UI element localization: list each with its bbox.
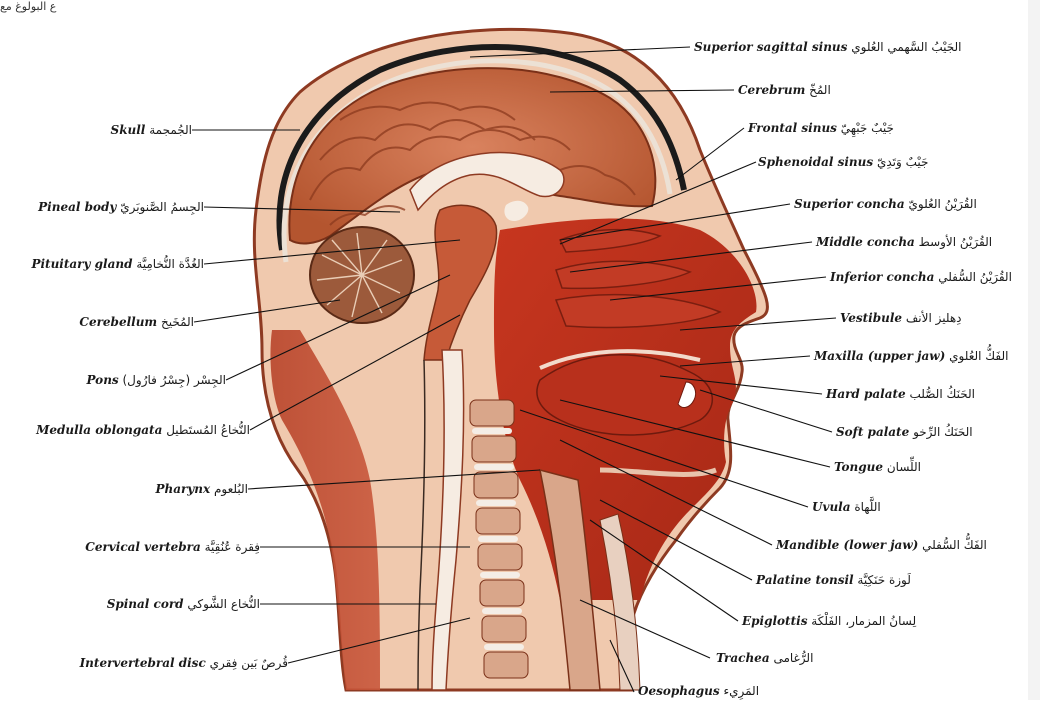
label-en: Oesophagus <box>638 684 720 698</box>
label-en: Cervical vertebra <box>85 540 200 554</box>
label-en: Maxilla (upper jaw) <box>814 349 945 363</box>
label-en: Pharynx <box>155 482 210 496</box>
label-en: Medulla oblongata <box>36 423 162 437</box>
label-ar: الجِسمُ الصَّنوبَريّ <box>120 200 204 214</box>
label-en: Mandible (lower jaw) <box>776 538 918 552</box>
label-palatine-tonsil: Palatine tonsil لَوزة حَنَكِيَّة <box>756 572 911 588</box>
cerebellum-shape <box>310 227 414 323</box>
label-intervertebral-disc: Intervertebral disc قُرصٌ بَين فِقري <box>80 655 288 671</box>
label-en: Superior sagittal sinus <box>694 40 847 54</box>
label-en: Intervertebral disc <box>80 656 206 670</box>
label-ar: المُخَيخ <box>161 315 194 329</box>
label-en: Palatine tonsil <box>756 573 854 587</box>
label-tongue: Tongue اللِّسان <box>834 459 921 475</box>
label-en: Middle concha <box>816 235 915 249</box>
label-en: Cerebrum <box>738 83 805 97</box>
label-epiglottis: Epiglottis لِسانُ المزمار، الفَلْكَة <box>742 613 916 629</box>
label-vestibule: Vestibule دِهليز الأنف <box>840 310 961 326</box>
label-medulla-oblongata: Medulla oblongata النُّخاعُ المُستَطيل <box>36 422 250 438</box>
label-ar: المَرِيء <box>723 684 759 698</box>
label-en: Epiglottis <box>742 614 807 628</box>
label-ar: الجِسْر (جِسْرُ فارُول) <box>123 373 227 387</box>
label-en: Pineal body <box>38 200 116 214</box>
label-sphenoidal-sinus: Sphenoidal sinus جَيْبٌ وَتَدِيّ <box>758 154 928 170</box>
label-ar: القُرَيْنُ السُّفلي <box>938 270 1012 284</box>
label-en: Inferior concha <box>830 270 934 284</box>
label-en: Hard palate <box>826 387 906 401</box>
label-ar: الجَيْبُ السَّهمي العُلوي <box>851 40 961 54</box>
label-en: Trachea <box>716 651 770 665</box>
label-inferior-concha: Inferior concha القُرَيْنُ السُّفلي <box>830 269 1012 285</box>
label-hard-palate: Hard palate الحَنَكُ الصُّلب <box>826 386 975 402</box>
label-ar: دِهليز الأنف <box>906 311 962 325</box>
label-ar: المُخّ <box>809 83 831 97</box>
label-en: Skull <box>111 123 146 137</box>
label-en: Soft palate <box>836 425 909 439</box>
label-ar: الفَكُّ السُّفلي <box>922 538 987 552</box>
label-pituitary-gland: Pituitary gland الغُدَّة النُّخامِيَّة <box>31 256 204 272</box>
label-skull: Skull الجُمجمة <box>111 122 192 138</box>
label-ar: الفَكُّ العُلوي <box>949 349 1008 363</box>
label-en: Frontal sinus <box>748 121 837 135</box>
label-ar: القُرَيْنُ الأوسط <box>919 235 992 249</box>
label-frontal-sinus: Frontal sinus جَيْبٌ جَبْهِيّ <box>748 120 894 136</box>
label-ar: الرُّغامى <box>773 651 813 665</box>
label-ar: النُّخاعُ المُستَطيل <box>166 423 250 437</box>
label-soft-palate: Soft palate الحَنَكُ الرِّخو <box>836 424 973 440</box>
label-ar: لَوزة حَنَكِيَّة <box>857 573 910 587</box>
label-en: Vestibule <box>840 311 902 325</box>
label-maxilla: Maxilla (upper jaw) الفَكُّ العُلوي <box>814 348 1008 364</box>
label-spinal-cord: Spinal cord النُّخاع الشَّوكي <box>107 596 260 612</box>
label-mandible: Mandible (lower jaw) الفَكُّ السُّفلي <box>776 537 987 553</box>
label-superior-sagittal-sinus: Superior sagittal sinus الجَيْبُ السَّهم… <box>694 39 962 55</box>
label-ar: فِقرة عُنُقِيَّة <box>205 540 260 554</box>
label-pharynx: Pharynx البُلعوم <box>155 481 248 497</box>
label-en: Pituitary gland <box>31 257 132 271</box>
label-en: Spinal cord <box>107 597 184 611</box>
label-pineal-body: Pineal body الجِسمُ الصَّنوبَريّ <box>38 199 204 215</box>
label-en: Tongue <box>834 460 883 474</box>
label-superior-concha: Superior concha القُرَيْنُ العُلويّ <box>794 196 977 212</box>
label-ar: قُرصٌ بَين فِقري <box>210 656 288 670</box>
page-edge-strip <box>1028 0 1040 700</box>
label-ar: الحَنَكُ الصُّلب <box>910 387 975 401</box>
label-ar: جَيْبٌ وَتَدِيّ <box>877 155 928 169</box>
label-cerebellum: Cerebellum المُخَيخ <box>79 314 194 330</box>
label-ar: لِسانُ المزمار، الفَلْكَة <box>811 614 916 628</box>
label-en: Superior concha <box>794 197 905 211</box>
label-ar: الغُدَّة النُّخامِيَّة <box>136 257 204 271</box>
cropped-header-text: ع البولوغ مع <box>0 0 56 13</box>
label-cerebrum: Cerebrum المُخّ <box>738 82 831 98</box>
label-en: Uvula <box>812 500 851 514</box>
label-ar: القُرَيْنُ العُلويّ <box>908 197 976 211</box>
label-trachea: Trachea الرُّغامى <box>716 650 813 666</box>
label-ar: الجُمجمة <box>149 123 192 137</box>
label-ar: النُّخاع الشَّوكي <box>187 597 260 611</box>
label-oesophagus: Oesophagus المَرِيء <box>638 683 759 699</box>
label-ar: اللَّهاة <box>854 500 880 514</box>
label-ar: البُلعوم <box>214 482 248 496</box>
label-ar: الحَنَكُ الرِّخو <box>913 425 973 439</box>
label-ar: جَيْبٌ جَبْهِيّ <box>841 121 894 135</box>
label-cervical-vertebra: Cervical vertebra فِقرة عُنُقِيَّة <box>85 539 260 555</box>
label-pons: Pons الجِسْر (جِسْرُ فارُول) <box>86 372 226 388</box>
label-en: Sphenoidal sinus <box>758 155 873 169</box>
label-ar: اللِّسان <box>887 460 921 474</box>
label-en: Cerebellum <box>79 315 157 329</box>
label-uvula: Uvula اللَّهاة <box>812 499 881 515</box>
label-middle-concha: Middle concha القُرَيْنُ الأوسط <box>816 234 992 250</box>
label-en: Pons <box>86 373 118 387</box>
